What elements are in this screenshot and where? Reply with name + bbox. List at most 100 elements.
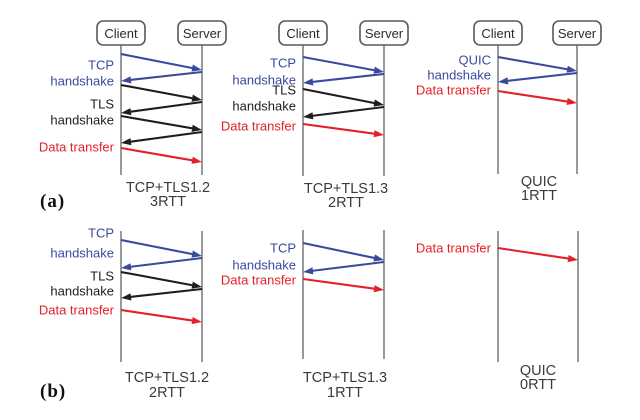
arrow-data-to-server [302, 122, 378, 136]
label-handshake: handshake [232, 99, 296, 114]
label-handshake: handshake [232, 73, 296, 88]
client-box-label: Client [286, 26, 320, 41]
label-handshake: handshake [50, 246, 114, 261]
label-tcp: TCP [88, 58, 114, 73]
client-box-label: Client [104, 26, 138, 41]
arrow-data-to-server [497, 246, 572, 260]
arrow-tcp_quic-to-client [127, 70, 203, 82]
caption-line-1: TCP+TLS1.3 [304, 181, 388, 197]
caption-line-1: TCP+TLS1.3 [303, 370, 387, 386]
arrowhead [566, 65, 577, 73]
server-box-label: Server [183, 26, 222, 41]
arrowhead [303, 112, 314, 120]
label-handshake: handshake [232, 258, 296, 273]
arrow-tls-to-server [120, 270, 196, 287]
caption-line-1: TCP+TLS1.2 [126, 180, 210, 196]
caption-line-2: 3RTT [150, 194, 186, 210]
server-box [177, 20, 227, 46]
label-data-transfer: Data transfer [39, 140, 115, 155]
arrow-data-to-server [120, 308, 196, 323]
label-quic: QUIC [459, 53, 492, 68]
arrow-data-to-server [120, 146, 196, 162]
label-handshake: handshake [50, 284, 114, 299]
panel-label-a: (a) [40, 191, 66, 212]
arrowhead [121, 108, 132, 116]
server-box-label: Server [558, 26, 597, 41]
arrow-tcp_quic-to-client [309, 260, 385, 273]
label-tls: TLS [90, 97, 114, 112]
arrow-tls-to-server [120, 114, 196, 130]
client-box [278, 20, 328, 46]
arrow-tcp_quic-to-server [120, 238, 196, 256]
caption-line-2: 1RTT [521, 188, 557, 204]
server-box-label: Server [365, 26, 404, 41]
arrowhead [498, 77, 509, 85]
client-box [473, 20, 523, 46]
arrow-tls-to-server [302, 87, 378, 105]
label-data-transfer: Data transfer [221, 119, 297, 134]
arrowhead [373, 285, 384, 293]
label-data-transfer: Data transfer [39, 303, 115, 318]
arrow-tcp_quic-to-client [127, 256, 203, 269]
caption-line-2: 2RTT [328, 195, 364, 211]
arrowhead [191, 64, 202, 72]
arrowhead [373, 130, 384, 138]
server-box [359, 20, 409, 46]
label-tls: TLS [272, 83, 296, 98]
label-tcp: TCP [270, 56, 296, 71]
arrow-tcp_quic-to-server [497, 55, 571, 71]
arrowhead [303, 78, 314, 86]
arrowhead [121, 138, 132, 146]
arrowhead [191, 94, 202, 102]
label-tcp: TCP [88, 226, 114, 241]
label-tcp: TCP [270, 241, 296, 256]
arrow-tcp_quic-to-client [309, 72, 385, 84]
label-handshake: handshake [427, 68, 491, 83]
arrowhead [191, 124, 202, 132]
caption-line-1: QUIC [520, 363, 556, 379]
arrowhead [566, 97, 577, 106]
panel-label-b: (b) [40, 381, 67, 402]
caption-line-2: 1RTT [327, 385, 363, 401]
arrowhead [191, 250, 202, 258]
label-data-transfer: Data transfer [416, 83, 492, 98]
arrowhead [373, 99, 384, 107]
arrowhead [121, 293, 132, 301]
arrowhead [191, 156, 202, 164]
label-tls: TLS [90, 269, 114, 284]
arrowhead [373, 66, 384, 74]
caption-line-2: 2RTT [149, 385, 185, 401]
arrow-tcp_quic-to-server [120, 52, 196, 70]
arrow-tcp_quic-to-server [302, 241, 378, 260]
arrow-tls-to-client [127, 100, 203, 114]
caption-line-2: 0RTT [520, 377, 556, 393]
arrow-data-to-server [302, 277, 378, 291]
arrowhead [373, 254, 384, 262]
arrowhead [567, 254, 578, 263]
arrowhead [121, 263, 132, 271]
arrowhead [303, 267, 314, 275]
arrow-tls-to-client [127, 130, 203, 144]
server-box [552, 20, 602, 46]
arrowhead [191, 316, 202, 325]
arrowhead [191, 281, 202, 289]
caption-line-1: TCP+TLS1.2 [125, 370, 209, 386]
label-handshake: handshake [50, 74, 114, 89]
arrow-data-to-server [497, 89, 571, 103]
label-handshake: handshake [50, 113, 114, 128]
arrow-tls-to-client [127, 287, 203, 299]
client-box [96, 20, 146, 46]
label-data-transfer: Data transfer [221, 273, 297, 288]
arrow-tls-to-client [309, 105, 385, 118]
arrowhead [121, 76, 132, 84]
label-data-transfer: Data transfer [416, 241, 492, 256]
caption-line-1: QUIC [521, 174, 557, 190]
